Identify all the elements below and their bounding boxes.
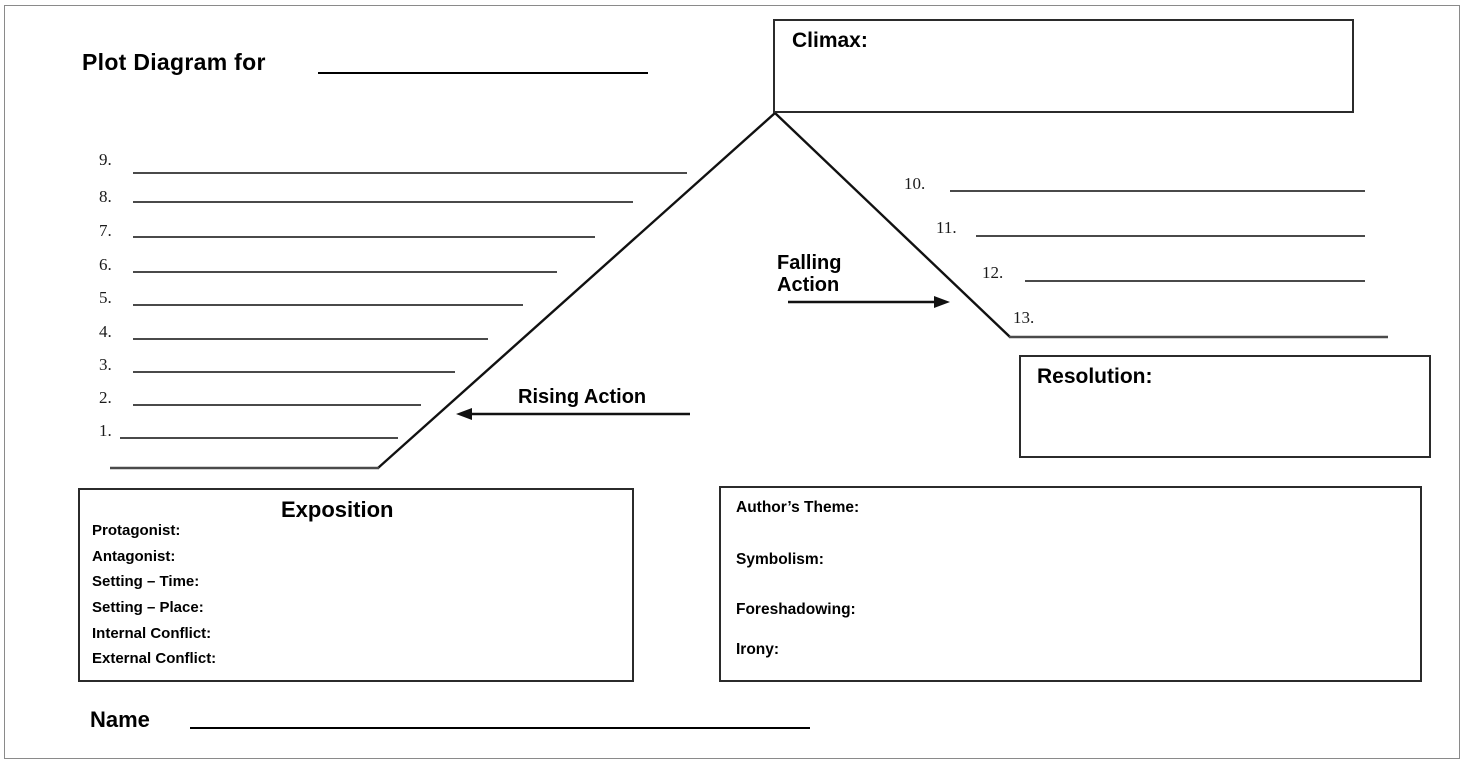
analysis-field-irony: Irony: bbox=[736, 641, 780, 658]
analysis-field-symbolism: Symbolism: bbox=[736, 551, 824, 568]
exposition-field-internal-conflict: Internal Conflict: bbox=[92, 625, 212, 642]
rising-item-number: 5. bbox=[99, 288, 112, 307]
climax-box[interactable] bbox=[773, 19, 1354, 113]
rising-item-number: 9. bbox=[99, 150, 112, 169]
rising-item-number: 8. bbox=[99, 187, 112, 206]
rising-item-line[interactable] bbox=[133, 371, 455, 373]
rising-item-line[interactable] bbox=[133, 338, 488, 340]
falling-item-number: 11. bbox=[936, 218, 957, 237]
rising-item-line[interactable] bbox=[133, 201, 633, 203]
rising-item-line[interactable] bbox=[120, 437, 398, 439]
falling-item-line[interactable] bbox=[976, 235, 1365, 237]
falling-action-label: Falling Action bbox=[777, 252, 842, 297]
rising-action-label: Rising Action bbox=[518, 386, 647, 408]
rising-item-line[interactable] bbox=[133, 271, 557, 273]
falling-item-line[interactable] bbox=[1025, 280, 1365, 282]
rising-item-line[interactable] bbox=[133, 404, 421, 406]
name-blank-line[interactable] bbox=[190, 727, 810, 729]
exposition-title: Exposition bbox=[281, 497, 394, 522]
rising-item-line[interactable] bbox=[133, 304, 523, 306]
page-title: Plot Diagram for bbox=[82, 49, 266, 75]
exposition-field-protagonist: Protagonist: bbox=[92, 522, 181, 539]
falling-item-number: 12. bbox=[982, 263, 1004, 282]
page-border bbox=[4, 5, 1460, 759]
rising-item-number: 1. bbox=[99, 421, 112, 440]
rising-item-number: 6. bbox=[99, 255, 112, 274]
falling-item-number: 13. bbox=[1013, 308, 1035, 327]
falling-item-line[interactable] bbox=[950, 190, 1365, 192]
exposition-field-setting-time: Setting – Time: bbox=[92, 573, 200, 590]
analysis-field-foreshadowing: Foreshadowing: bbox=[736, 601, 856, 618]
rising-item-number: 4. bbox=[99, 322, 112, 341]
resolution-label: Resolution: bbox=[1037, 365, 1153, 388]
rising-item-line[interactable] bbox=[133, 172, 687, 174]
rising-item-number: 2. bbox=[99, 388, 112, 407]
title-blank-line[interactable] bbox=[318, 72, 648, 74]
exposition-field-setting-place: Setting – Place: bbox=[92, 599, 204, 616]
rising-item-number: 3. bbox=[99, 355, 112, 374]
exposition-field-external-conflict: External Conflict: bbox=[92, 650, 217, 667]
name-label: Name bbox=[90, 707, 150, 732]
exposition-box[interactable] bbox=[78, 488, 634, 682]
falling-item-number: 10. bbox=[904, 174, 926, 193]
analysis-field-authors-theme: Author’s Theme: bbox=[736, 499, 860, 516]
exposition-field-antagonist: Antagonist: bbox=[92, 548, 176, 565]
analysis-box[interactable] bbox=[719, 486, 1422, 682]
rising-item-number: 7. bbox=[99, 221, 112, 240]
resolution-box[interactable] bbox=[1019, 355, 1431, 458]
rising-item-line[interactable] bbox=[133, 236, 595, 238]
climax-label: Climax: bbox=[792, 29, 868, 52]
